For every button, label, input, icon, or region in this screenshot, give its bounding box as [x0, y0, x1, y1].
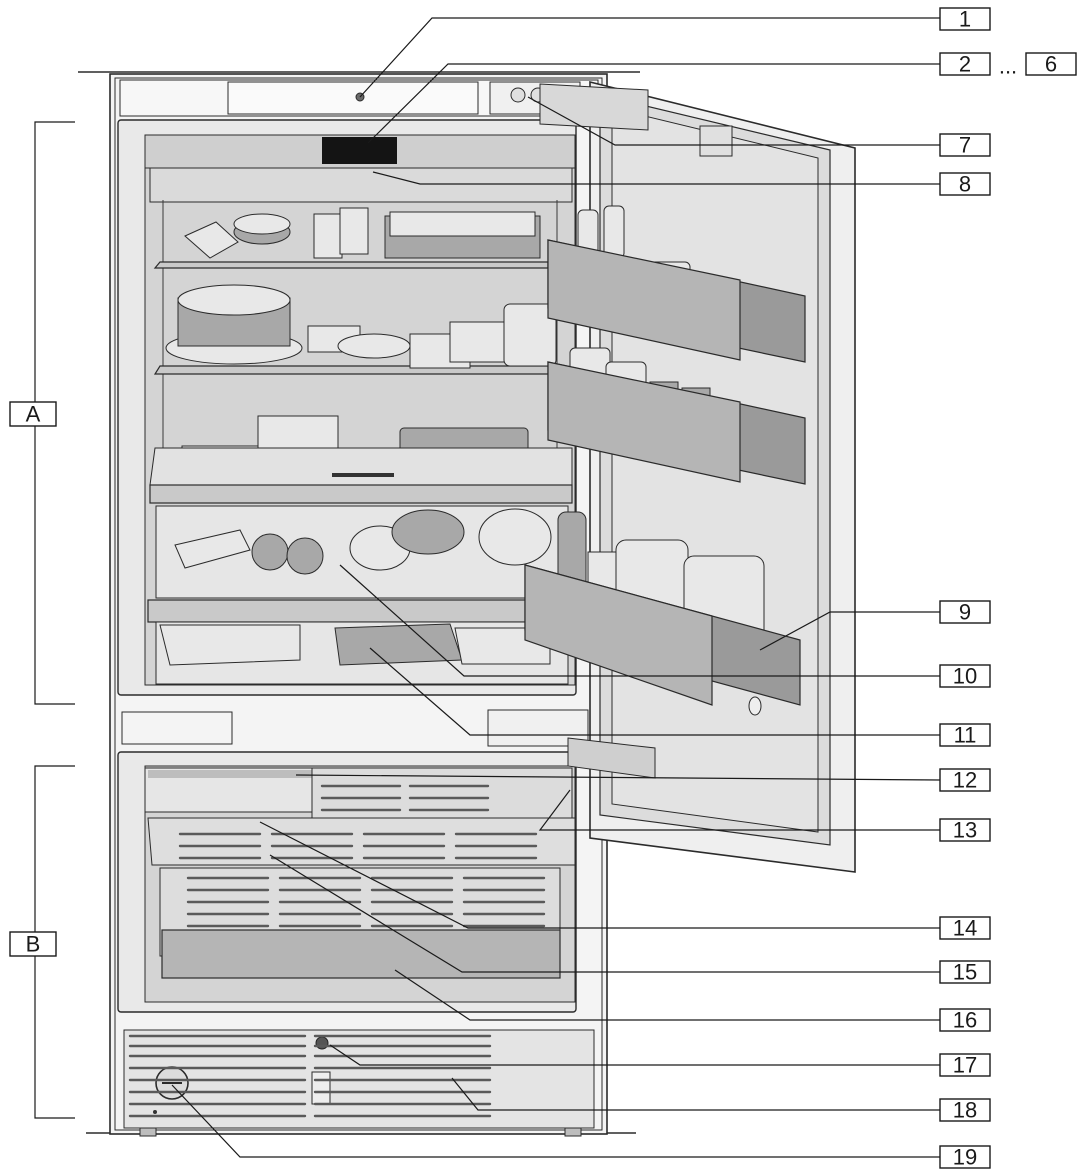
svg-text:11: 11	[954, 723, 977, 748]
freezer-shelf	[147, 817, 576, 866]
display-icon	[322, 137, 397, 164]
svg-text:19: 19	[953, 1145, 977, 1170]
svg-text:17: 17	[953, 1053, 977, 1078]
svg-text:13: 13	[953, 818, 977, 843]
callout-1: 1	[939, 7, 991, 32]
vent-slots	[128, 784, 546, 1118]
svg-text:A: A	[26, 402, 41, 427]
svg-text:7: 7	[959, 133, 971, 158]
glass-shelf-2	[153, 365, 561, 375]
svg-text:15: 15	[953, 960, 977, 985]
callout-8: 8	[939, 172, 991, 197]
callout-18: 18	[939, 1098, 991, 1123]
callout-13: 13	[939, 818, 991, 843]
callout-11: 11	[939, 723, 991, 748]
svg-text:6: 6	[1045, 52, 1057, 77]
section-label-b: B	[9, 931, 57, 957]
callout-9: 9	[939, 600, 991, 625]
callout-7: 7	[939, 133, 991, 158]
svg-text:12: 12	[953, 768, 977, 793]
callout-14: 14	[939, 916, 991, 941]
svg-text:...: ...	[999, 54, 1017, 79]
middle-panel	[121, 711, 233, 745]
callout-12: 12	[939, 768, 991, 793]
fridge-compartment	[117, 119, 577, 696]
callout-6: 6	[1025, 52, 1077, 77]
callout-19: 19	[939, 1145, 991, 1170]
glass-shelf-1	[153, 261, 549, 269]
svg-text:2: 2	[959, 52, 971, 77]
callout-2: 2	[939, 52, 991, 77]
svg-text:8: 8	[959, 172, 971, 197]
svg-text:14: 14	[953, 916, 977, 941]
fridge-door	[524, 80, 856, 873]
lower-hinge-panel	[487, 709, 589, 747]
range-separator: ...	[999, 54, 1017, 79]
top-hinge	[539, 83, 649, 131]
section-label-a: A	[9, 401, 57, 427]
callout-17: 17	[939, 1053, 991, 1078]
callout-10: 10	[939, 664, 991, 689]
leader-lines	[171, 17, 941, 1158]
svg-text:9: 9	[959, 600, 971, 625]
svg-text:18: 18	[953, 1098, 977, 1123]
svg-text:16: 16	[953, 1008, 977, 1033]
freezer-compartment	[117, 751, 577, 1013]
control-panel	[227, 81, 479, 115]
freezer-drawer	[161, 929, 561, 979]
svg-text:B: B	[26, 932, 41, 957]
svg-text:1: 1	[959, 7, 971, 32]
svg-text:10: 10	[953, 664, 977, 689]
glass-shelf-3	[149, 484, 573, 504]
callout-15: 15	[939, 960, 991, 985]
callout-16: 16	[939, 1008, 991, 1033]
